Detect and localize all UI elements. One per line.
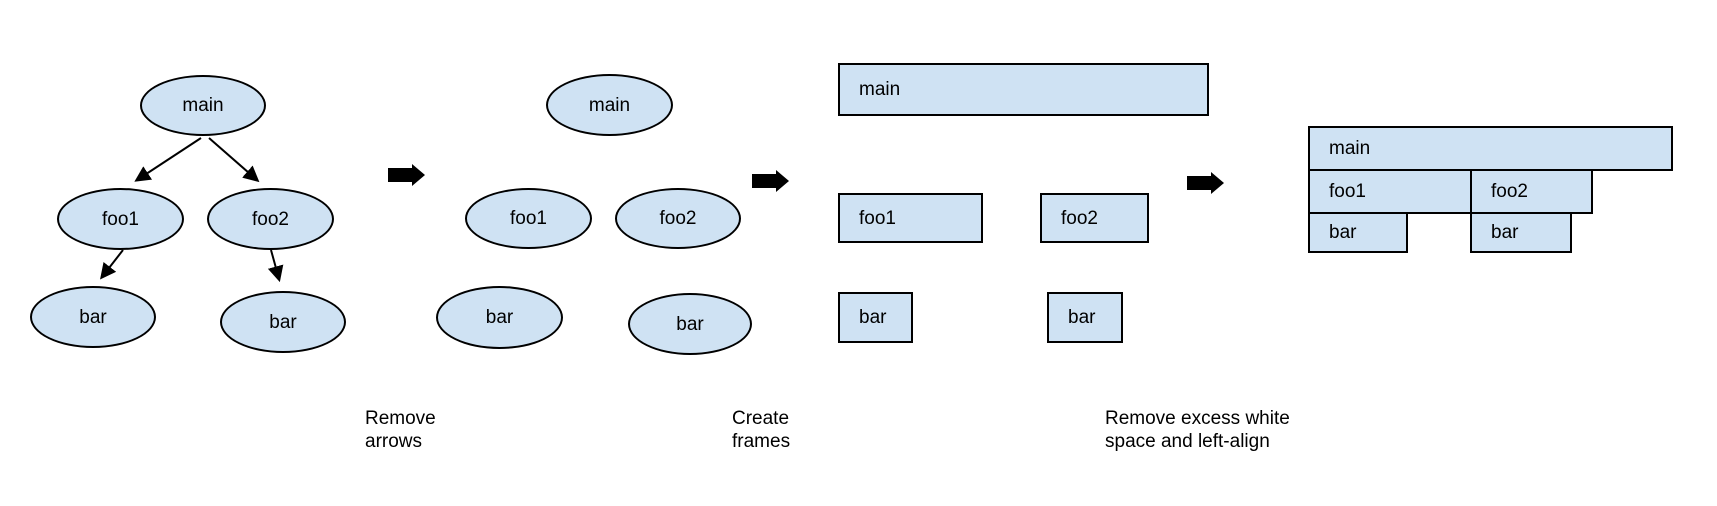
calltree-node-bar-right: bar <box>220 291 346 353</box>
node-label: bar <box>859 307 887 328</box>
caption-line: space and left-align <box>1105 431 1270 452</box>
node-label: foo2 <box>1061 207 1098 229</box>
noarrows-node-foo1: foo1 <box>465 188 592 249</box>
node-label: bar <box>1068 307 1096 328</box>
frames-node-main: main <box>838 63 1209 116</box>
flame-node-main: main <box>1308 126 1673 171</box>
node-label: bar <box>269 311 297 333</box>
caption-left-align: Remove excess white space and left-align <box>1105 407 1290 453</box>
noarrows-node-main: main <box>546 74 673 136</box>
node-label: foo1 <box>859 207 896 229</box>
calltree-node-foo2: foo2 <box>207 188 334 250</box>
noarrows-node-bar-right: bar <box>628 293 752 355</box>
node-label: foo1 <box>1329 181 1366 202</box>
node-label: bar <box>485 307 514 328</box>
flame-node-bar-left: bar <box>1308 212 1408 253</box>
node-label: main <box>1329 138 1371 159</box>
node-label: main <box>182 95 224 116</box>
caption-line: frames <box>732 431 791 452</box>
step-arrow-3-icon <box>1187 172 1224 194</box>
node-label: main <box>588 94 631 116</box>
node-label: foo2 <box>659 208 697 229</box>
frames-node-bar-right: bar <box>1047 292 1123 343</box>
calltree-node-main: main <box>140 75 266 136</box>
noarrows-node-foo2: foo2 <box>615 188 741 249</box>
node-label: bar <box>676 313 704 335</box>
frames-node-bar-left: bar <box>838 292 913 343</box>
node-label: bar <box>79 306 107 328</box>
caption-line: Remove excess white <box>1105 408 1290 429</box>
node-label: foo2 <box>252 208 289 230</box>
node-label: foo1 <box>510 208 547 229</box>
frames-node-foo1: foo1 <box>838 193 983 243</box>
caption-line: arrows <box>365 431 423 452</box>
node-label: bar <box>1329 222 1357 243</box>
frames-node-foo2: foo2 <box>1040 193 1149 243</box>
edge-foo2-bar <box>267 249 284 283</box>
flame-node-bar-right: bar <box>1470 212 1572 253</box>
caption-remove-arrows: Remove arrows <box>365 407 436 453</box>
flame-node-foo2: foo2 <box>1470 169 1593 214</box>
noarrows-node-bar-left: bar <box>436 286 563 349</box>
calltree-node-foo1: foo1 <box>57 188 184 250</box>
caption-create-frames: Create frames <box>732 407 790 453</box>
step-arrow-1-icon <box>388 164 425 186</box>
flame-node-foo1: foo1 <box>1308 169 1472 214</box>
calltree-node-bar-left: bar <box>30 286 156 348</box>
edge-foo1-bar <box>100 249 124 280</box>
caption-line: Remove <box>365 408 436 429</box>
edge-main-foo1 <box>134 137 202 182</box>
edge-main-foo2 <box>208 137 260 183</box>
step-arrow-2-icon <box>752 170 789 192</box>
node-label: foo2 <box>1491 181 1528 202</box>
caption-line: Create <box>732 408 790 429</box>
node-label: bar <box>1491 222 1519 243</box>
node-label: foo1 <box>102 208 139 230</box>
node-label: main <box>859 79 901 100</box>
